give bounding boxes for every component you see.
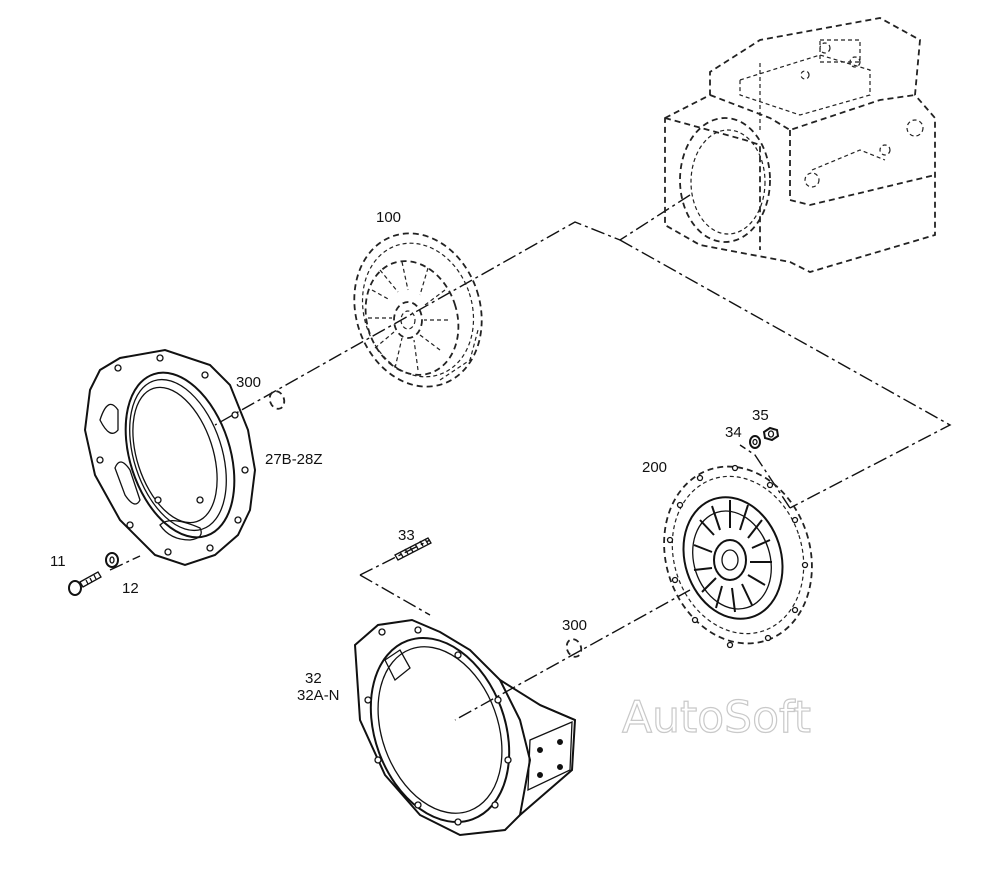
label-100: 100 <box>376 209 401 226</box>
part-32-bell-housing <box>353 618 577 837</box>
part-labels: 100 300 27B-28Z 11 12 33 32 32A-N 300 20… <box>50 209 769 704</box>
label-27b-28z: 27B-28Z <box>265 451 323 468</box>
part-35-nut <box>762 426 780 442</box>
label-32a-n: 32A-N <box>297 687 340 704</box>
part-300-o-rings <box>268 390 583 658</box>
center-lines <box>109 194 952 721</box>
label-12: 12 <box>122 580 139 597</box>
part-12-washer <box>105 552 119 568</box>
label-32: 32 <box>305 670 322 687</box>
part-100-disc <box>353 232 483 388</box>
engine-block-outline <box>664 17 936 273</box>
part-11-bolt <box>68 571 102 596</box>
label-300-upper: 300 <box>236 374 261 391</box>
part-33-stud <box>394 537 432 561</box>
part-27b-housing-ring <box>83 348 257 567</box>
label-35: 35 <box>752 407 769 424</box>
label-200: 200 <box>642 459 667 476</box>
part-34-washer <box>749 435 761 449</box>
label-11: 11 <box>50 553 66 570</box>
label-33: 33 <box>398 527 415 544</box>
part-200-clutch-disc <box>663 464 813 649</box>
label-34: 34 <box>725 424 742 441</box>
label-300-lower: 300 <box>562 617 587 634</box>
watermark-text: AutoSoft <box>622 692 811 743</box>
